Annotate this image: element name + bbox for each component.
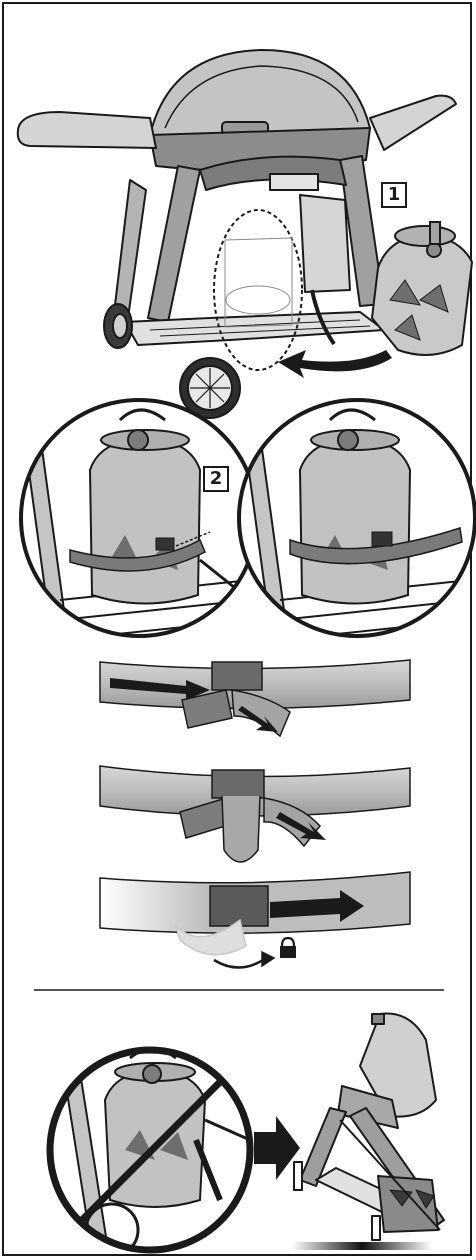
ground-shadow (292, 1242, 432, 1250)
strap-sequence (100, 660, 410, 968)
curved-arrow-icon (278, 350, 392, 378)
step-2-badge: 2 (203, 466, 229, 492)
gas-cylinder (372, 222, 472, 355)
tipped-bbq-illustration (294, 1014, 444, 1240)
step-1-badge: 1 (381, 182, 407, 208)
bbq-grill-illustration (18, 50, 456, 418)
lock-icon (280, 938, 296, 958)
